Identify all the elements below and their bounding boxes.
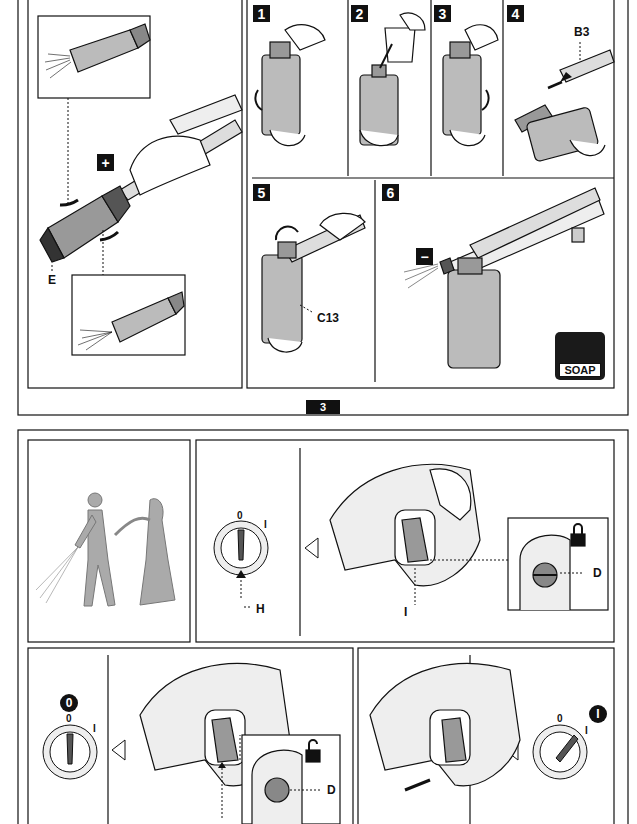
dial-mark: 0 — [556, 714, 564, 724]
dial-mark: I — [92, 724, 97, 734]
callout-code: B3 — [573, 26, 590, 38]
node-text: I — [596, 707, 599, 721]
node-text: 1 — [258, 6, 266, 22]
node-text: 2 — [356, 6, 364, 22]
node-text: + — [101, 155, 109, 171]
callout-letter: H — [255, 603, 266, 615]
node-text: 0 — [66, 696, 73, 710]
node-text: 3 — [439, 6, 447, 22]
step-number: 5 — [253, 184, 270, 201]
callout-letter: D — [326, 784, 337, 796]
minus-symbol: − — [416, 248, 433, 265]
node-text: − — [420, 249, 428, 265]
dial-mark: 0 — [65, 714, 73, 724]
dial-mark: I — [263, 520, 268, 530]
node-text: SOAP — [559, 363, 600, 377]
step-number: 1 — [253, 5, 270, 22]
node-text: 4 — [512, 6, 520, 22]
callout-letter: E — [47, 274, 57, 286]
dial-mark: 0 — [236, 511, 244, 521]
node-text: 6 — [387, 185, 395, 201]
node-text: 5 — [258, 185, 266, 201]
section-number: 3 — [306, 400, 340, 414]
dial-mark: I — [584, 726, 589, 736]
plus-symbol: + — [97, 154, 114, 171]
callout-letter: I — [403, 606, 408, 618]
step-number: 2 — [351, 5, 368, 22]
callout-code: C13 — [316, 312, 340, 324]
soap-icon: SOAP — [555, 332, 605, 380]
step-number: 4 — [507, 5, 524, 22]
node-text: 3 — [320, 401, 326, 413]
mode-indicator: 0 — [60, 694, 78, 712]
mode-indicator: I — [589, 705, 607, 723]
step-number: 6 — [382, 184, 399, 201]
step-number: 3 — [434, 5, 451, 22]
callout-letter: D — [592, 567, 603, 579]
